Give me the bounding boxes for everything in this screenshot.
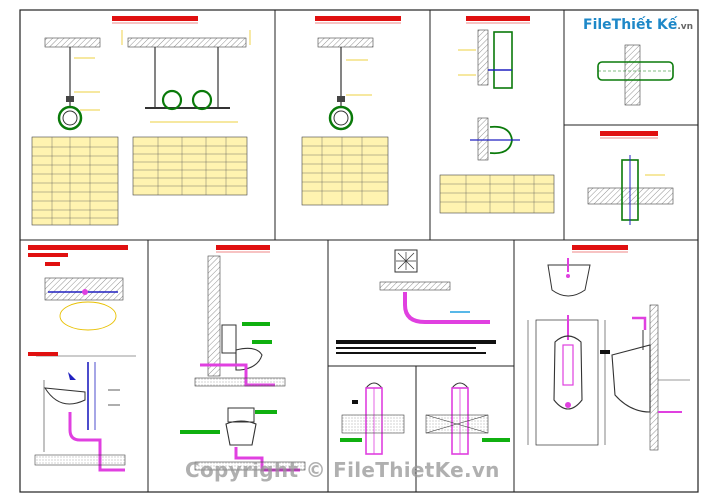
panel-urinal [527, 245, 690, 451]
panel-washbasin [28, 245, 136, 472]
panel-floor-penetration-1 [340, 382, 405, 455]
spec-table-1 [31, 136, 119, 226]
panel-floor-drain [336, 249, 496, 354]
panel-single-hanger [301, 16, 401, 206]
filethietke-logo: FileThiết Kế.vn [583, 17, 694, 33]
panel-pipe-sleeve [587, 131, 674, 225]
panel-wall-bracket [439, 16, 555, 214]
pipe-section-circle [57, 105, 83, 131]
sheet-frame [19, 9, 699, 493]
panel-toilet [180, 245, 306, 472]
panel-pipe-through-wall [597, 44, 674, 106]
spec-table-2 [132, 136, 248, 196]
panel-pipe-hangers [31, 16, 251, 226]
copyright-watermark: Copyright © FileThietKe.vn [185, 458, 500, 482]
panel-floor-penetration-2 [425, 382, 510, 455]
